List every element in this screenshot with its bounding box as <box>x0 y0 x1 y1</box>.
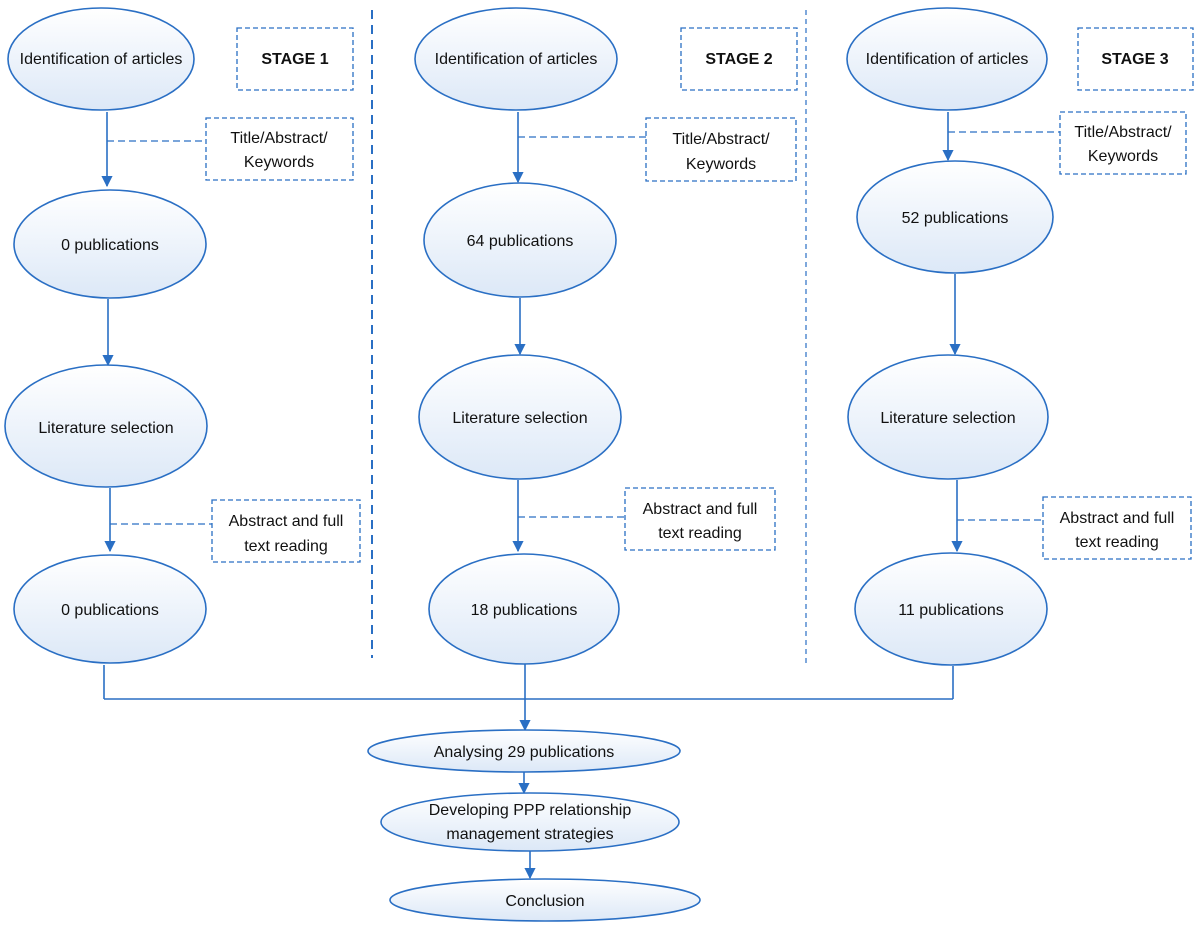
stage-1-final-count-text: 0 publications <box>61 602 159 619</box>
stage-3-selection-node <box>847 354 1049 480</box>
stage-1-reading-box <box>211 499 361 563</box>
stage-1-initial-count-text: 0 publications <box>61 237 159 254</box>
stage-2-label: STAGE 2 <box>705 51 772 68</box>
stage-1-selection-text: Literature selection <box>38 420 173 437</box>
stage-1-label-box <box>236 27 354 91</box>
stage-3-screen-line-1: Title/Abstract/ <box>1074 124 1172 141</box>
stage-2-selection-text: Literature selection <box>452 410 587 427</box>
stage-2-selection-node <box>418 354 622 480</box>
stage-1-selection-node <box>4 364 208 488</box>
stage-1-label: STAGE 1 <box>261 51 328 68</box>
stage-2-screen-line-1: Title/Abstract/ <box>672 131 770 148</box>
stage-3-final-count-node <box>854 552 1048 666</box>
stage-3-reading-line-2: text reading <box>1075 534 1159 551</box>
stage-3-column: STAGE 3 Identification of articles Title… <box>846 7 1194 666</box>
stage-3-initial-count-text: 52 publications <box>902 210 1009 227</box>
stage-1-column: STAGE 1 Identification of articles Title… <box>4 7 361 664</box>
conclusion-node <box>389 878 701 922</box>
merge-section: Analysing 29 publications Developing PPP… <box>103 664 954 922</box>
stage-3-identification-text: Identification of articles <box>866 51 1029 68</box>
stage-1-reading-line-2: text reading <box>244 538 328 555</box>
analysing-text: Analysing 29 publications <box>434 744 615 761</box>
stage-2-final-count-node <box>428 553 620 665</box>
stage-2-final-count-text: 18 publications <box>471 602 578 619</box>
stage-2-initial-count-node <box>423 182 617 298</box>
stage-2-screen-box <box>645 117 797 182</box>
stage-3-screen-box <box>1059 111 1187 175</box>
stage-1-initial-count-node <box>13 189 207 299</box>
stage-3-initial-count-node <box>856 160 1054 274</box>
stage-3-reading-box <box>1042 496 1192 560</box>
stage-2-label-box <box>680 27 798 91</box>
stage-1-reading-line-1: Abstract and full <box>229 513 344 530</box>
stage-3-reading-line-1: Abstract and full <box>1060 510 1175 527</box>
conclusion-text: Conclusion <box>505 893 584 910</box>
stage-1-screen-box <box>205 117 354 181</box>
stage-2-reading-box <box>624 487 776 551</box>
stage-1-identification-text: Identification of articles <box>20 51 183 68</box>
stage-3-label-box <box>1077 27 1194 91</box>
stage-1-screen-line-1: Title/Abstract/ <box>230 130 328 147</box>
stage-3-selection-text: Literature selection <box>880 410 1015 427</box>
stage-3-screen-line-2: Keywords <box>1088 148 1158 165</box>
stage-2-reading-line-2: text reading <box>658 525 742 542</box>
stage-3-identification-node <box>846 7 1048 111</box>
developing-line-2: management strategies <box>446 826 613 843</box>
stage-3-label: STAGE 3 <box>1101 51 1168 68</box>
stage-1-identification-node <box>7 7 195 111</box>
stage-2-identification-text: Identification of articles <box>435 51 598 68</box>
stage-2-reading-line-1: Abstract and full <box>643 501 758 518</box>
stage-1-final-count-node <box>13 554 207 664</box>
stage-2-initial-count-text: 64 publications <box>467 233 574 250</box>
stage-2-screen-line-2: Keywords <box>686 156 756 173</box>
stage-2-column: STAGE 2 Identification of articles Title… <box>414 7 798 665</box>
developing-line-1: Developing PPP relationship <box>429 802 632 819</box>
stage-3-final-count-text: 11 publications <box>898 602 1004 619</box>
stage-1-screen-line-2: Keywords <box>244 154 314 171</box>
stage-2-identification-node <box>414 7 618 111</box>
